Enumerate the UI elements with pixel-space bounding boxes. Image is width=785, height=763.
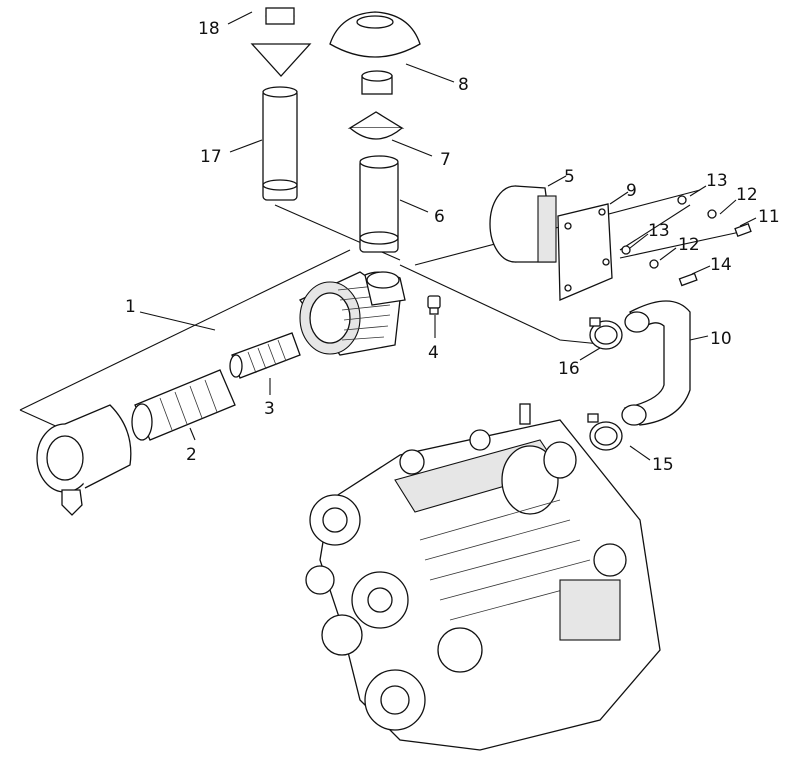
callout-10: 10 [710, 329, 732, 349]
callout-5: 5 [564, 167, 575, 187]
callout-6: 6 [434, 207, 445, 227]
callout-2: 2 [186, 445, 197, 465]
callout-1: 1 [125, 297, 136, 317]
callout-15: 15 [652, 455, 674, 475]
callout-labels: 18 8 17 7 6 5 9 13 12 11 13 12 14 1 4 10… [125, 19, 780, 475]
part-8-rain-cap [329, 11, 421, 95]
assembly-leader-lines [19, 189, 741, 429]
callout-leaders [139, 11, 757, 461]
callout-12b: 12 [678, 235, 700, 255]
part-9-gasket-plate [557, 203, 613, 301]
part-7-cone-seal [347, 111, 405, 140]
part-17-intake-pipe [262, 86, 298, 201]
part-1-filter-cover [36, 404, 132, 516]
callout-3: 3 [264, 399, 275, 419]
part-5-intake-adapter [489, 185, 557, 263]
callout-14: 14 [710, 255, 732, 275]
part-3-safety-filter-element [229, 332, 301, 379]
callout-13a: 13 [706, 171, 728, 191]
callout-11: 11 [758, 207, 780, 227]
callout-7: 7 [440, 150, 451, 170]
callout-17: 17 [200, 147, 222, 167]
part-15-hose-clamp [587, 413, 623, 451]
callout-12a: 12 [736, 185, 758, 205]
part-2-primary-filter-element [131, 369, 236, 441]
callout-13b: 13 [648, 221, 670, 241]
fasteners-11-14 [621, 195, 752, 287]
engine-block [305, 403, 661, 751]
part-18-hose-clamp [250, 7, 312, 77]
part-10-intake-hose [621, 300, 691, 426]
part-16-hose-clamp [589, 317, 623, 350]
callout-8: 8 [458, 75, 469, 95]
callout-18: 18 [198, 19, 220, 39]
part-4-vacuator-valve [427, 295, 441, 315]
callout-16: 16 [558, 359, 580, 379]
part-1-air-filter-housing [299, 271, 406, 356]
part-6-intake-pipe [359, 155, 399, 253]
callout-4: 4 [428, 343, 439, 363]
callout-9: 9 [626, 181, 637, 201]
